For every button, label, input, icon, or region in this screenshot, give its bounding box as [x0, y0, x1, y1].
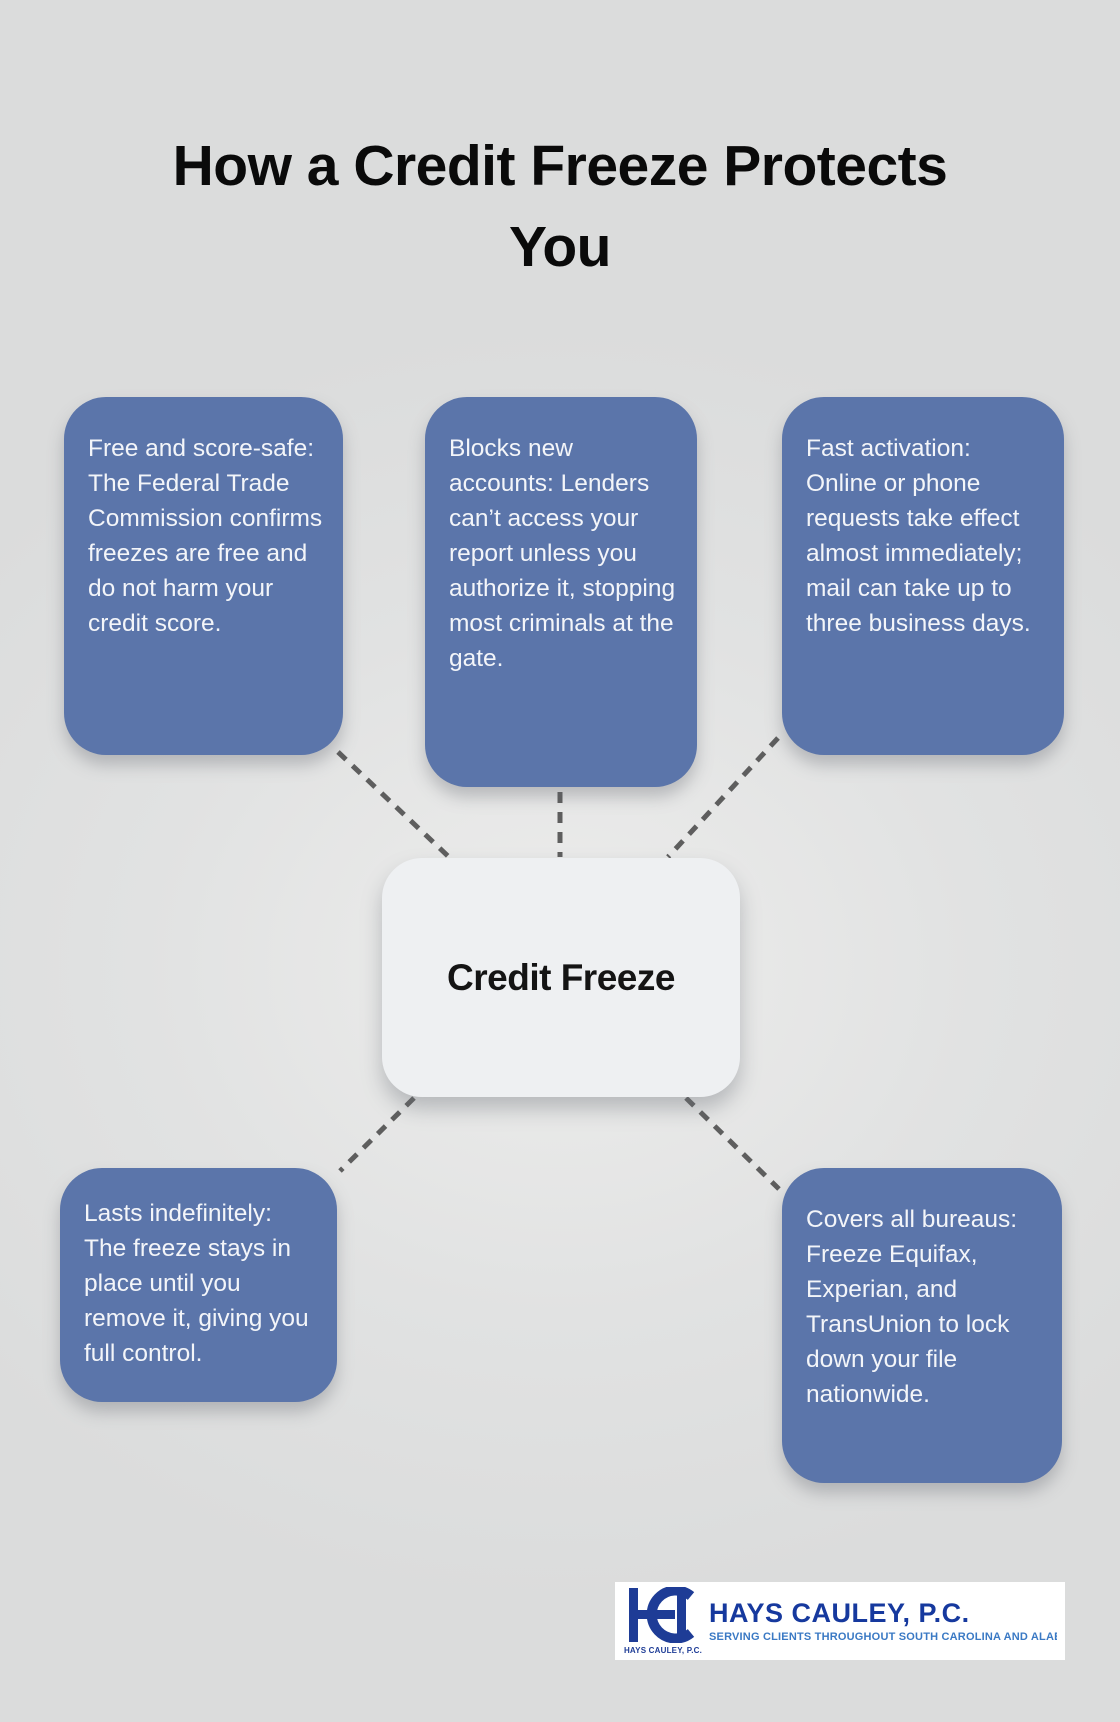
benefit-card-covers-all-bureaus: Covers all bureaus: Freeze Equifax, Expe… [782, 1168, 1062, 1483]
benefit-card-free-and-score-safe: Free and score-safe: The Federal Trade C… [64, 397, 343, 755]
benefit-text: Covers all bureaus: Freeze Equifax, Expe… [806, 1206, 1018, 1408]
benefit-card-lasts-indefinitely: Lasts indefinitely: The freeze stays in … [60, 1168, 337, 1402]
benefit-text: Free and score-safe: The Federal Trade C… [88, 435, 323, 637]
benefit-text: Blocks new accounts: Lenders can’t acces… [449, 435, 676, 672]
logo-block: HAYS CAULEY, P.C. [621, 1585, 705, 1655]
page-title: How a Credit Freeze Protects You [172, 134, 948, 280]
central-topic-label: Credit Freeze [447, 956, 675, 998]
firm-text-block: HAYS CAULEY, P.C. SERVING CLIENTS THROUG… [709, 1599, 1057, 1642]
connector-bottom-left [338, 1096, 416, 1173]
benefit-text: Lasts indefinitely: The freeze stays in … [84, 1200, 309, 1367]
benefit-card-blocks-new-accounts: Blocks new accounts: Lenders can’t acces… [425, 397, 697, 787]
central-topic-card: Credit Freeze [382, 858, 740, 1097]
benefit-text: Fast activation: Online or phone request… [806, 435, 1031, 637]
connector-bottom-right [684, 1096, 781, 1191]
firm-tagline: SERVING CLIENTS THROUGHOUT SOUTH CAROLIN… [709, 1630, 1057, 1643]
brand-footer: HAYS CAULEY, P.C. HAYS CAULEY, P.C. SERV… [615, 1582, 1065, 1660]
benefit-card-fast-activation: Fast activation: Online or phone request… [782, 397, 1064, 755]
hc-monogram-icon [629, 1585, 695, 1644]
logo-caption: HAYS CAULEY, P.C. [623, 1646, 703, 1655]
firm-name: HAYS CAULEY, P.C. [709, 1599, 970, 1629]
